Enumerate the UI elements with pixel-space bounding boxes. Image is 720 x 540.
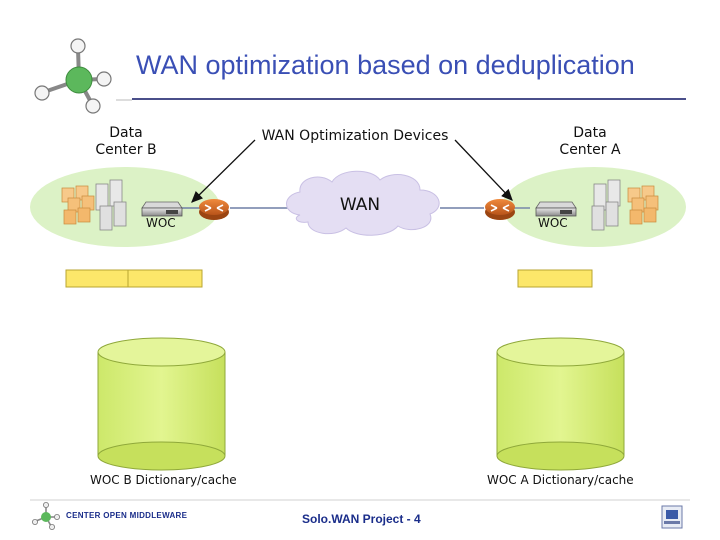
arrow-to-left-router: [191, 139, 256, 203]
router-right-icon: [485, 199, 515, 220]
cache-right-cylinder: [496, 337, 625, 471]
woc-left-label: WOC: [146, 216, 176, 230]
cache-right-label: WOC A Dictionary/cache: [487, 473, 634, 487]
title-divider: [132, 98, 686, 100]
buffer-left: [65, 269, 203, 288]
site-left-name: Data Center B: [78, 125, 174, 159]
servers-right-icon: [591, 179, 621, 231]
woc-right-label: WOC: [538, 216, 568, 230]
buffer-right: [517, 269, 593, 288]
wan-label: WAN: [339, 195, 381, 215]
arrow-to-right-router: [454, 139, 513, 201]
site-right-name-line1: Data: [573, 125, 607, 141]
site-left-name-line2: Center B: [95, 142, 157, 158]
servers-left-icon: [95, 179, 127, 231]
storage-right-icon: [627, 185, 659, 225]
storage-left-icon: [61, 185, 95, 225]
woc-right-appliance-icon: [535, 201, 577, 217]
devices-label: WAN Optimization Devices: [261, 128, 449, 144]
slide-title: WAN optimization based on deduplication: [136, 50, 635, 80]
cache-left-label: WOC B Dictionary/cache: [90, 473, 237, 487]
institution-seal-icon: [661, 505, 683, 529]
woc-left-appliance-icon: [141, 201, 183, 217]
router-left-icon: [199, 199, 229, 220]
site-right-name-line2: Center A: [559, 142, 621, 158]
wan-cloud-icon: [286, 170, 440, 236]
site-right-name: Data Center A: [542, 125, 638, 159]
site-left-name-line1: Data: [109, 125, 143, 141]
footer-molecule-icon: [32, 501, 61, 531]
molecule-logo-icon: [34, 38, 132, 114]
cache-left-cylinder: [97, 337, 226, 471]
footer-project-text: Solo.WAN Project - 4: [302, 512, 421, 526]
footer-org-name: CENTER OPEN MIDDLEWARE: [66, 511, 188, 520]
